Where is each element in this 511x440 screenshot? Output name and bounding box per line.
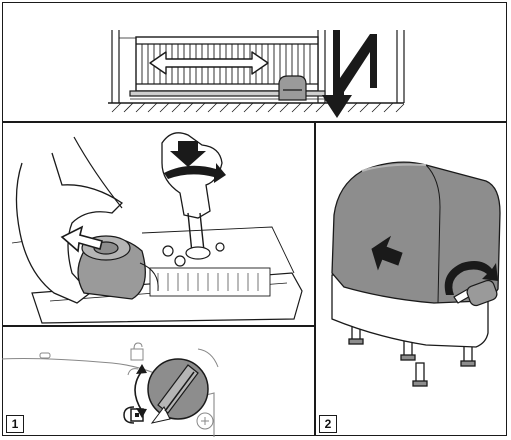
lightning-arrow-icon xyxy=(322,30,377,118)
cover-illustration xyxy=(316,123,508,435)
release-illustration xyxy=(2,123,314,327)
lock-dial-icon xyxy=(135,359,208,423)
panel-label-1: 1 xyxy=(6,415,24,433)
panel-label-2: 2 xyxy=(319,415,337,433)
lock-dial-detail xyxy=(2,327,314,437)
gate-diagram xyxy=(0,0,511,121)
